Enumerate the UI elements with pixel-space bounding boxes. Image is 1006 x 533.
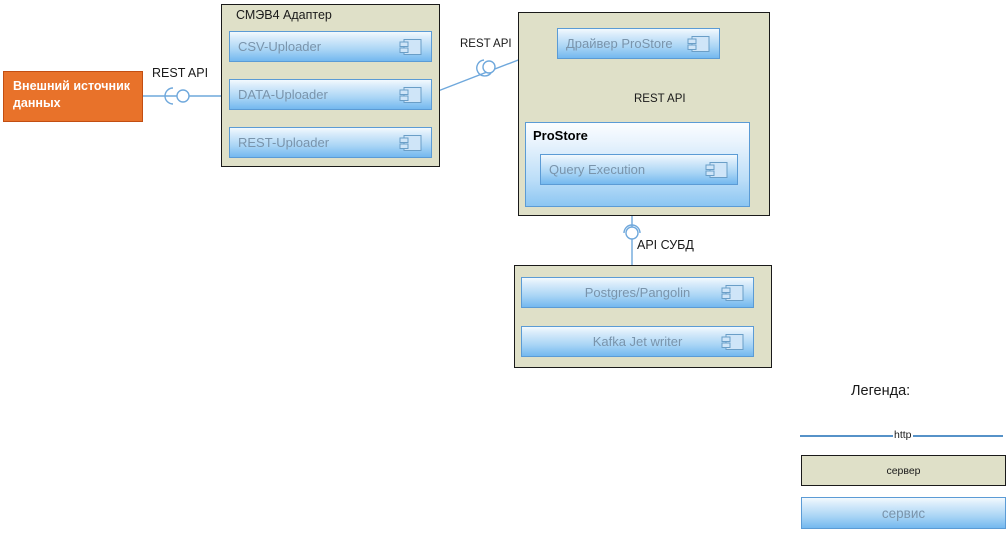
legend-server-label: сервер: [886, 464, 921, 477]
legend-title: Легенда:: [851, 383, 911, 399]
service-kafka-jet-writer[interactable]: Kafka Jet writer: [521, 326, 754, 357]
component-icon: [721, 333, 744, 350]
service-data-uploader[interactable]: DATA-Uploader: [229, 79, 432, 110]
service-postgres-pangolin[interactable]: Postgres/Pangolin: [521, 277, 754, 308]
service-query-execution-label: Query Execution: [549, 162, 646, 177]
component-icon: [399, 86, 422, 103]
service-rest-uploader[interactable]: REST-Uploader: [229, 127, 432, 158]
component-icon: [705, 161, 728, 178]
legend-server-swatch: сервер: [801, 455, 1006, 486]
legend-service-swatch: сервис: [801, 497, 1006, 529]
edge-label-driver-to-prostore: REST API: [634, 93, 686, 105]
legend-service-label: сервис: [881, 505, 926, 521]
component-icon: [399, 134, 422, 151]
service-prostore-driver[interactable]: Драйвер ProStore: [557, 28, 720, 59]
service-csv-uploader[interactable]: CSV-Uploader: [229, 31, 432, 62]
component-icon: [721, 284, 744, 301]
edge-label-source-to-adapter: REST API: [152, 66, 209, 80]
service-rest-uploader-label: REST-Uploader: [238, 135, 330, 150]
edge-label-prostore-to-db: API СУБД: [637, 238, 694, 252]
legend-http-label: http: [893, 429, 913, 441]
service-query-execution[interactable]: Query Execution: [540, 154, 738, 185]
service-kafka-jet-writer-label: Kafka Jet writer: [592, 334, 683, 349]
component-icon: [687, 35, 710, 52]
service-prostore-driver-label: Драйвер ProStore: [566, 36, 673, 51]
edge-label-adapter-to-driver: REST API: [460, 38, 512, 50]
component-icon: [399, 38, 422, 55]
service-postgres-pangolin-label: Postgres/Pangolin: [584, 285, 691, 300]
service-data-uploader-label: DATA-Uploader: [238, 87, 328, 102]
external-source-label: Внешний источник данных: [13, 79, 131, 110]
external-source-box[interactable]: Внешний источник данных: [3, 71, 143, 122]
server-smev4-adapter-title: СМЭВ4 Адаптер: [236, 8, 332, 22]
node-prostore-title: ProStore: [533, 128, 588, 143]
service-csv-uploader-label: CSV-Uploader: [238, 39, 322, 54]
edge-source-to-adapter: [143, 87, 221, 105]
